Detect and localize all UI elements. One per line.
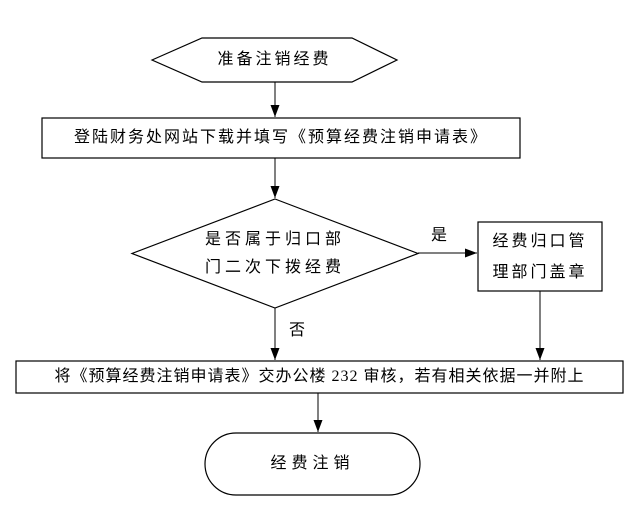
decision-label-line1: 是否属于归口部 [204, 231, 345, 248]
review-rect-shape [15, 360, 624, 394]
end-terminator-shape [204, 432, 421, 496]
start-node-label: 准备注销经费 [217, 51, 332, 68]
review-node-label: 将《预算经费注销申请表》交办公楼 232 审核，若有相关依据一并附上 [54, 368, 585, 385]
edge-label-yes: 是 [430, 227, 447, 244]
decision-node-label: 是否属于归口部 门二次下拨经费 [132, 200, 418, 308]
end-node-label: 经费注销 [270, 455, 355, 472]
edge-label-no: 否 [288, 322, 305, 339]
fillform-rect-shape [41, 117, 521, 159]
stamp-rect-shape [477, 221, 603, 292]
start-hexagon-shape [150, 37, 399, 83]
fillform-node-label: 登陆财务处网站下载并填写《预算经费注销申请表》 [73, 129, 488, 146]
stamp-label-line1: 经费归口管 [492, 232, 588, 250]
stamp-node-label: 经费归口管 理部门盖章 [478, 222, 602, 291]
decision-label-line2: 门二次下拨经费 [204, 259, 345, 276]
decision-diamond-shape [130, 198, 420, 309]
stamp-label-line2: 理部门盖章 [492, 263, 588, 281]
